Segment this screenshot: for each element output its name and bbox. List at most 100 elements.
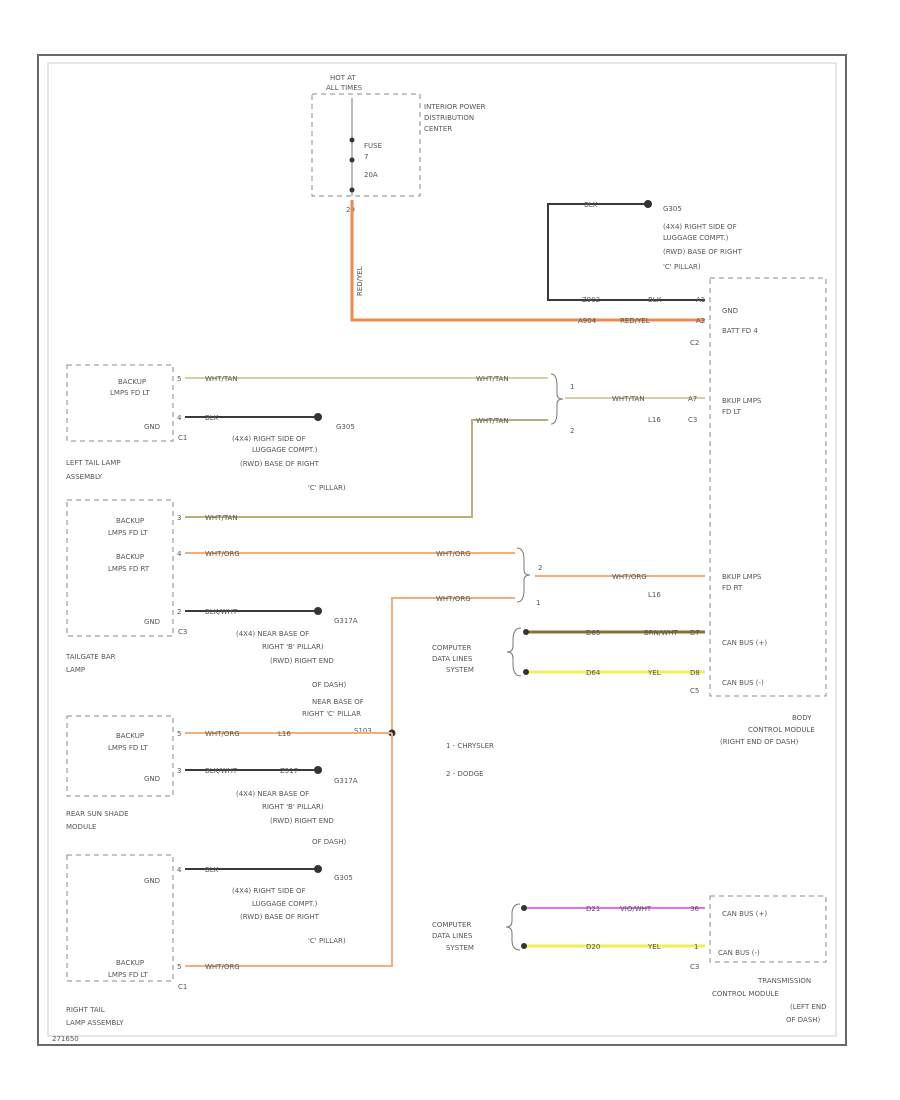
- bcm-c2: C2: [690, 339, 699, 347]
- rear-sunshade-pin-2: 3: [177, 767, 181, 775]
- cdls2-bracket: [505, 903, 521, 951]
- rear-sunshade-circuit: L16: [278, 730, 291, 738]
- splice2-lower-wire: [391, 597, 515, 733]
- cdls2-d21: D21: [586, 905, 600, 913]
- bcm-can-low-label: CAN BUS (-): [722, 679, 764, 687]
- tcm-can-high-label: CAN BUS (+): [722, 910, 767, 918]
- left-tail-name-2: ASSEMBLY: [66, 473, 103, 481]
- right-tail-bkup-label-2: LMPS FD LT: [108, 971, 148, 979]
- splice2-wire-a-label: WHT/ORG: [436, 550, 471, 558]
- right-tail-name-1: RIGHT TAIL: [66, 1006, 105, 1014]
- cdls1-bracket: [506, 627, 522, 677]
- right-tail-gnd-label: GND: [144, 877, 160, 885]
- right-tail-pin-2: 5: [177, 963, 181, 971]
- tcm-can-low-label: CAN BUS (-): [718, 949, 760, 957]
- rear-sunshade-bkup-label-1: BACKUP: [116, 732, 144, 740]
- cdls2-can-low-terminal: [521, 943, 527, 949]
- bcm-a904-label: A904: [578, 317, 597, 325]
- bcm-z902-label: Z902: [582, 296, 600, 304]
- tailgate-bkup-rt-label-1: BACKUP: [116, 553, 144, 561]
- splice1-num-2: 2: [570, 427, 574, 435]
- left-tail-ground-desc-4: 'C' PILLAR): [308, 484, 346, 492]
- cdls2-d20: D20: [586, 943, 600, 951]
- bcm-bkup-lt-conn: C3: [688, 416, 697, 424]
- right-tail-bkup-wire-label: WHT/ORG: [205, 963, 240, 971]
- fuse-label-2: 7: [364, 153, 368, 161]
- splice1-bracket: [550, 373, 564, 425]
- ground-top-desc-3: (RWD) BASE OF RIGHT: [663, 248, 743, 256]
- tailgate-pin-c: 2: [177, 608, 181, 616]
- splice-main-label-1: NEAR BASE OF: [312, 698, 364, 706]
- tailgate-c3: C3: [178, 628, 187, 636]
- ipdc-hot-label-1: HOT AT: [330, 74, 357, 82]
- tailgate-ground-desc-3: (RWD) RIGHT END: [270, 657, 334, 665]
- tailgate-rt-wire-label: WHT/ORG: [205, 550, 240, 558]
- left-tail-c1: C1: [178, 434, 187, 442]
- tcm-name-1: TRANSMISSION: [757, 977, 811, 985]
- left-tail-gnd-label: GND: [144, 423, 160, 431]
- left-tail-box: [66, 364, 174, 442]
- tailgate-gnd-wire-label: BLK/WHT: [205, 608, 238, 616]
- tailgate-lt-wire-label: WHT/TAN: [205, 514, 238, 522]
- left-tail-pin-2: 4: [177, 414, 182, 422]
- bcm-gnd-label: GND: [722, 307, 738, 315]
- rear-sunshade-gnd-wire-label: BLK/WHT: [205, 767, 238, 775]
- tcm-c3: C3: [690, 963, 699, 971]
- splice2-bracket: [516, 547, 531, 603]
- tailgate-bkup-lt-label-2: LMPS FD LT: [108, 529, 148, 537]
- tailgate-gnd-label: GND: [144, 618, 160, 626]
- cdls2-label-1: COMPUTER: [432, 921, 471, 929]
- cdls1-label-1: COMPUTER: [432, 644, 471, 652]
- ground-top-wire-label: BLK: [584, 201, 598, 209]
- power-feed-wire: [350, 200, 705, 322]
- right-tail-ground-desc-1: (4X4) RIGHT SIDE OF: [232, 887, 306, 895]
- right-tail-gnd-wire-label: BLK: [205, 866, 219, 874]
- ipdc-title-3: CENTER: [424, 125, 452, 133]
- rear-sunshade-name-1: REAR SUN SHADE: [66, 810, 129, 818]
- bcm-redyel-label: RED/YEL: [620, 317, 650, 325]
- splice-main-id: S103: [354, 727, 372, 735]
- rear-sunshade-wire-label: WHT/ORG: [205, 730, 240, 738]
- rear-sunshade-bkup-label-2: LMPS FD LT: [108, 744, 148, 752]
- bcm-can-low-terminal: [523, 669, 529, 675]
- right-tail-bkup-label-1: BACKUP: [116, 959, 144, 967]
- bcm-bkup-lt-wire-label: WHT/TAN: [612, 395, 645, 403]
- tailgate-ground-symbol: [314, 607, 322, 615]
- left-tail-ground-id: G305: [336, 423, 355, 431]
- rear-sunshade-ground-id: G317A: [334, 777, 358, 785]
- diagram-frame: [37, 54, 847, 1046]
- rear-sunshade-ground-desc-1: (4X4) NEAR BASE OF: [236, 790, 309, 798]
- tailgate-ground-desc-2: RIGHT 'B' PILLAR): [262, 643, 324, 651]
- bcm-can-high-label: CAN BUS (+): [722, 639, 767, 647]
- diagram-code: 271650: [52, 1035, 79, 1043]
- tailgate-bkup-rt-label-2: LMPS FD RT: [108, 565, 150, 573]
- left-tail-ground-symbol: [314, 413, 322, 421]
- right-tail-c1: C1: [178, 983, 187, 991]
- bcm-bkup-rt-circuit: L16: [648, 591, 661, 599]
- splice1-num-1: 1: [570, 383, 574, 391]
- bcm-brnwht: BRN/WHT: [644, 629, 678, 637]
- left-tail-ground-desc-2: LUGGAGE COMPT.): [252, 446, 318, 454]
- tailgate-ground-id: G317A: [334, 617, 358, 625]
- right-tail-ground-id: G305: [334, 874, 353, 882]
- tcm-box: [709, 895, 827, 963]
- left-tail-bkup-label-1: BACKUP: [118, 378, 146, 386]
- rear-sunshade-gnd-label: GND: [144, 775, 160, 783]
- cdls2-vio: VIO/WHT: [620, 905, 652, 913]
- splice2-wire-b-label: WHT/ORG: [436, 595, 471, 603]
- splice2-num-2: 2: [538, 564, 542, 572]
- fuse-terminal-bottom: [349, 157, 355, 163]
- left-tail-bkup-wire-label: WHT/TAN: [205, 375, 238, 383]
- cdls2-can-high-terminal: [521, 905, 527, 911]
- rear-sunshade-ground-desc-2: RIGHT 'B' PILLAR): [262, 803, 324, 811]
- splice1-wire-b-label: WHT/TAN: [476, 417, 509, 425]
- power-feed-wire-label: RED/YEL: [356, 266, 364, 296]
- rear-sunshade-ground-desc-4: OF DASH): [312, 838, 347, 846]
- right-tail-ground-desc-3: (RWD) BASE OF RIGHT: [240, 913, 320, 921]
- rear-sunshade-pin-1: 5: [177, 730, 181, 738]
- right-tail-ground-desc-2: LUGGAGE COMPT.): [252, 900, 318, 908]
- tcm-name-4: OF DASH): [786, 1016, 821, 1024]
- bcm-batt-label: BATT FD 4: [722, 327, 758, 335]
- tailgate-box: [66, 499, 174, 637]
